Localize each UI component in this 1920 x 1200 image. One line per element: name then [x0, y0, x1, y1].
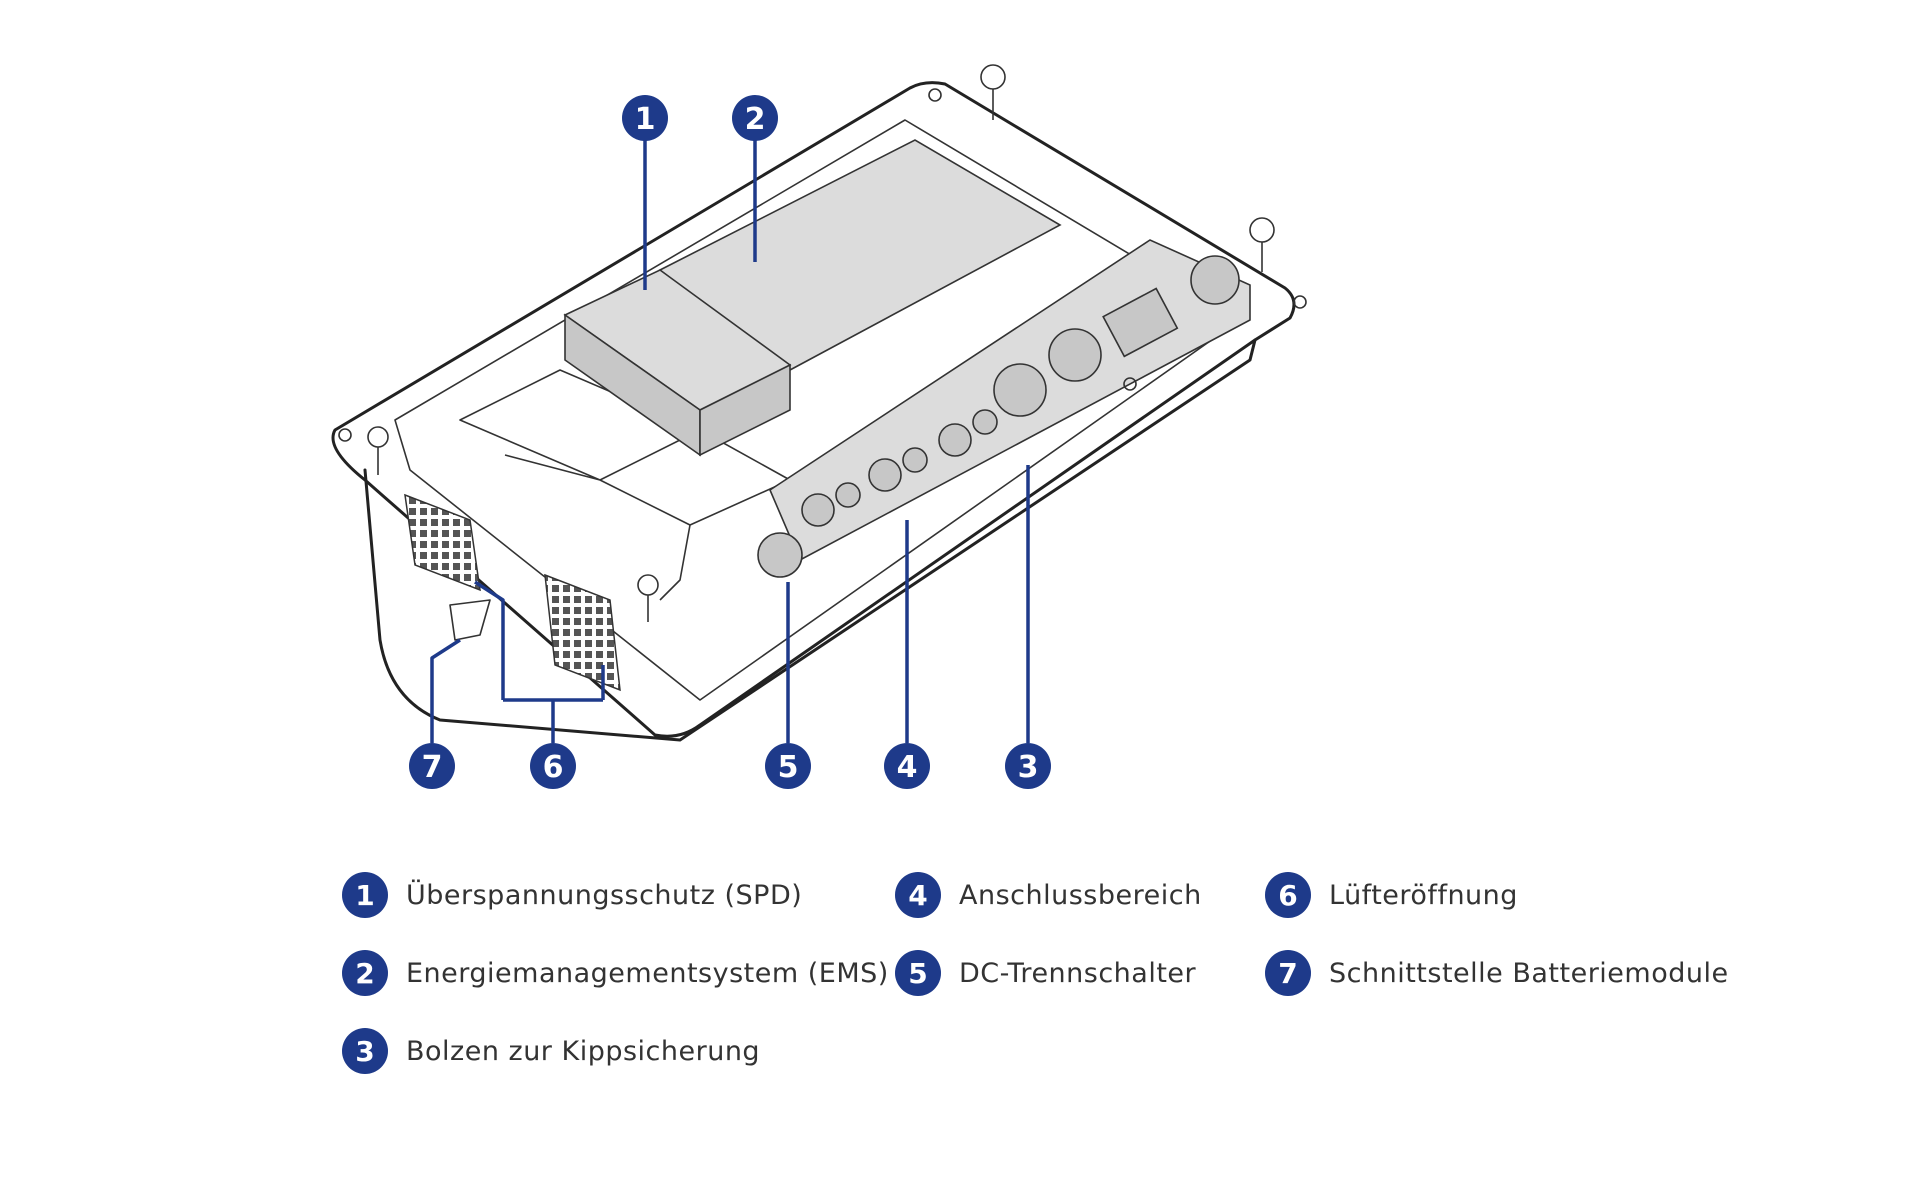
legend-label-5: DC-Trennschalter [959, 957, 1197, 989]
callout-marker-6-number: 6 [543, 750, 564, 785]
dc-switch [757, 532, 803, 578]
callout-marker-1-number: 1 [635, 102, 656, 137]
legend-item-1: 1 Überspannungsschutz (SPD) [342, 870, 802, 920]
leader-7 [430, 638, 461, 743]
legend-label-4: Anschlussbereich [959, 879, 1202, 911]
callout-marker-3: 3 [1005, 743, 1051, 789]
legend-badge-1: 1 [342, 872, 388, 918]
callout-marker-4-number: 4 [897, 750, 918, 785]
legend: 1 Überspannungsschutz (SPD) 2 Energieman… [330, 850, 1750, 1090]
housing-body [363, 338, 1257, 742]
mounting-bolts [338, 64, 1307, 622]
callout-marker-4: 4 [884, 743, 930, 789]
legend-badge-2: 2 [342, 950, 388, 996]
device-housing [331, 64, 1307, 742]
legend-label-6: Lüfteröffnung [1329, 879, 1518, 911]
legend-badge-7: 7 [1265, 950, 1311, 996]
legend-item-7: 7 Schnittstelle Batteriemodule [1265, 948, 1729, 998]
callout-marker-5-number: 5 [778, 750, 799, 785]
connector-group [801, 255, 1240, 527]
callout-marker-1: 1 [622, 95, 668, 141]
callout-marker-5: 5 [765, 743, 811, 789]
callout-marker-2: 2 [732, 95, 778, 141]
callout-marker-7: 7 [409, 743, 455, 789]
vent-left [404, 493, 481, 592]
leader-6 [474, 580, 605, 743]
legend-badge-3: 3 [342, 1028, 388, 1074]
housing-top-flange [331, 81, 1296, 738]
legend-badge-4: 4 [895, 872, 941, 918]
housing-inner-rim [394, 119, 1241, 701]
legend-badge-6: 6 [1265, 872, 1311, 918]
callout-marker-3-number: 3 [1018, 750, 1039, 785]
callout-marker-6: 6 [530, 743, 576, 789]
callout-marker-2-number: 2 [745, 102, 766, 137]
leader-lines [430, 140, 1030, 743]
legend-item-3: 3 Bolzen zur Kippsicherung [342, 1026, 760, 1076]
legend-label-1: Überspannungsschutz (SPD) [406, 879, 803, 911]
legend-item-2: 2 Energiemanagementsystem (EMS) [342, 948, 889, 998]
legend-label-3: Bolzen zur Kippsicherung [406, 1035, 761, 1067]
spd-box-front [699, 363, 791, 457]
legend-item-6: 6 Lüfteröffnung [1265, 870, 1518, 920]
legend-label-2: Energiemanagementsystem (EMS) [406, 957, 889, 989]
vent-right [544, 573, 621, 692]
legend-item-5: 5 DC-Trennschalter [895, 948, 1196, 998]
legend-badge-5: 5 [895, 950, 941, 996]
legend-item-4: 4 Anschlussbereich [895, 870, 1202, 920]
battery-interface [449, 599, 491, 641]
legend-label-7: Schnittstelle Batteriemodule [1329, 957, 1729, 989]
callout-marker-7-number: 7 [422, 750, 443, 785]
